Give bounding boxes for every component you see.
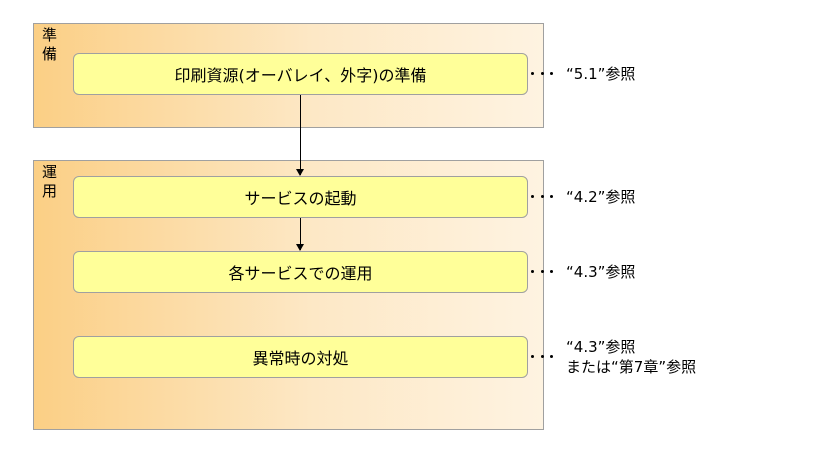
reference-text: “4.2”参照	[566, 188, 636, 206]
reference-note: “4.3”参照	[566, 262, 635, 282]
flow-arrow	[296, 95, 304, 176]
step-label: 印刷資源(オーバレイ、外字)の準備	[174, 66, 427, 85]
phase-label-preparation: 準備	[42, 26, 58, 63]
step-start-service: サービスの起動	[73, 176, 528, 218]
reference-text: “5.1”参照	[566, 65, 636, 83]
reference-text: “4.3”参照	[566, 263, 636, 281]
dotted-leader	[531, 355, 553, 359]
step-label: 異常時の対処	[252, 349, 349, 368]
dotted-leader	[531, 195, 553, 199]
step-operate-services: 各サービスでの運用	[73, 251, 528, 293]
step-error-handling: 異常時の対処	[73, 336, 528, 378]
dotted-leader	[531, 72, 553, 76]
reference-note: “5.1”参照	[566, 64, 635, 84]
reference-text: または“第7章”参照	[566, 358, 697, 376]
step-label: 各サービスでの運用	[228, 264, 373, 283]
reference-note: “4.2”参照	[566, 187, 635, 207]
step-label: サービスの起動	[244, 189, 357, 208]
dotted-leader	[531, 270, 553, 274]
phase-label-operation: 運用	[42, 163, 58, 200]
flow-arrow	[296, 218, 304, 251]
reference-text: “4.3”参照	[566, 338, 636, 356]
step-prepare-print-resources: 印刷資源(オーバレイ、外字)の準備	[73, 53, 528, 95]
reference-note: “4.3”参照 または“第7章”参照	[566, 337, 696, 377]
